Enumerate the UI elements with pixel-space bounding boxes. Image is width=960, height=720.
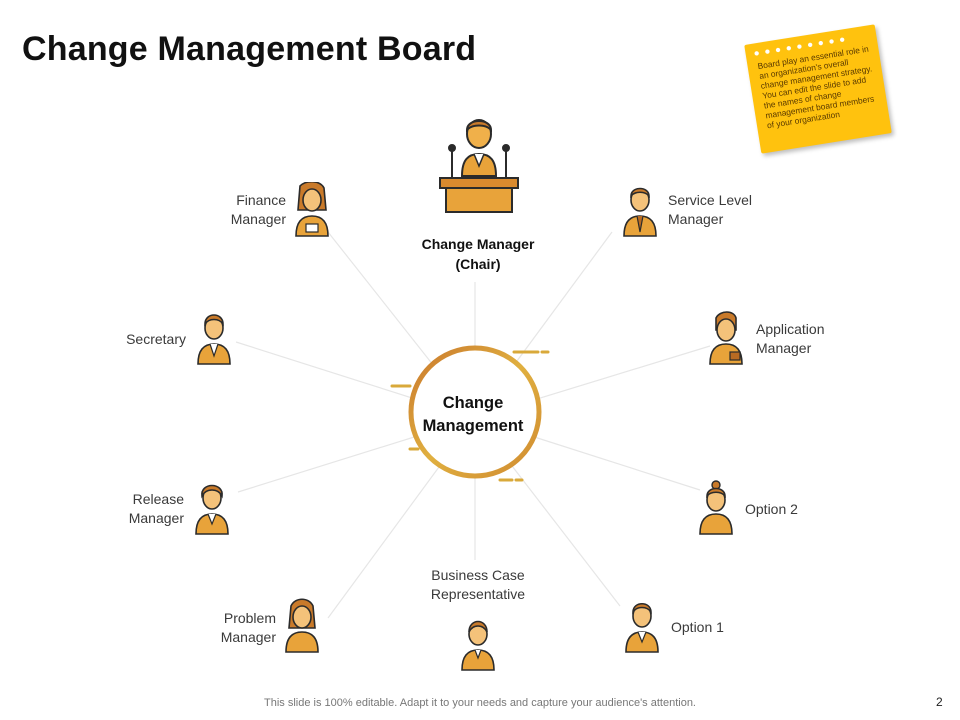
female-avatar-icon [709, 311, 743, 365]
female-avatar-icon [295, 182, 329, 237]
secretary-label: Secretary [126, 331, 186, 347]
page-title: Change Management Board [22, 30, 477, 68]
podium-speaker-icon [439, 119, 519, 213]
center-label: Change Management [422, 394, 524, 435]
male-avatar-icon [197, 314, 231, 365]
center-ring [408, 345, 542, 479]
chair-label: Change Manager (Chair) [421, 236, 535, 272]
male-avatar-icon [623, 187, 657, 237]
ring-dashes [390, 350, 550, 482]
female-avatar-icon [699, 480, 733, 535]
option-1-label: Option 1 [671, 619, 724, 635]
business-case-representative-label: Business Case Representative [430, 567, 526, 602]
female-avatar-icon [461, 620, 495, 671]
male-avatar-icon [625, 602, 659, 653]
finance-manager-label: Finance Manager [230, 192, 286, 227]
release-manager-label: Release Manager [128, 491, 184, 526]
male-avatar-icon [195, 484, 229, 535]
page-number: 2 [936, 695, 943, 709]
application-manager-label: Application Manager [756, 321, 825, 356]
problem-manager-label: Problem Manager [220, 610, 276, 645]
option-2-label: Option 2 [745, 501, 798, 517]
footer-text: This slide is 100% editable. Adapt it to… [264, 697, 696, 709]
female-avatar-icon [285, 598, 319, 653]
service-level-manager-label: Service Level Manager [668, 192, 753, 227]
